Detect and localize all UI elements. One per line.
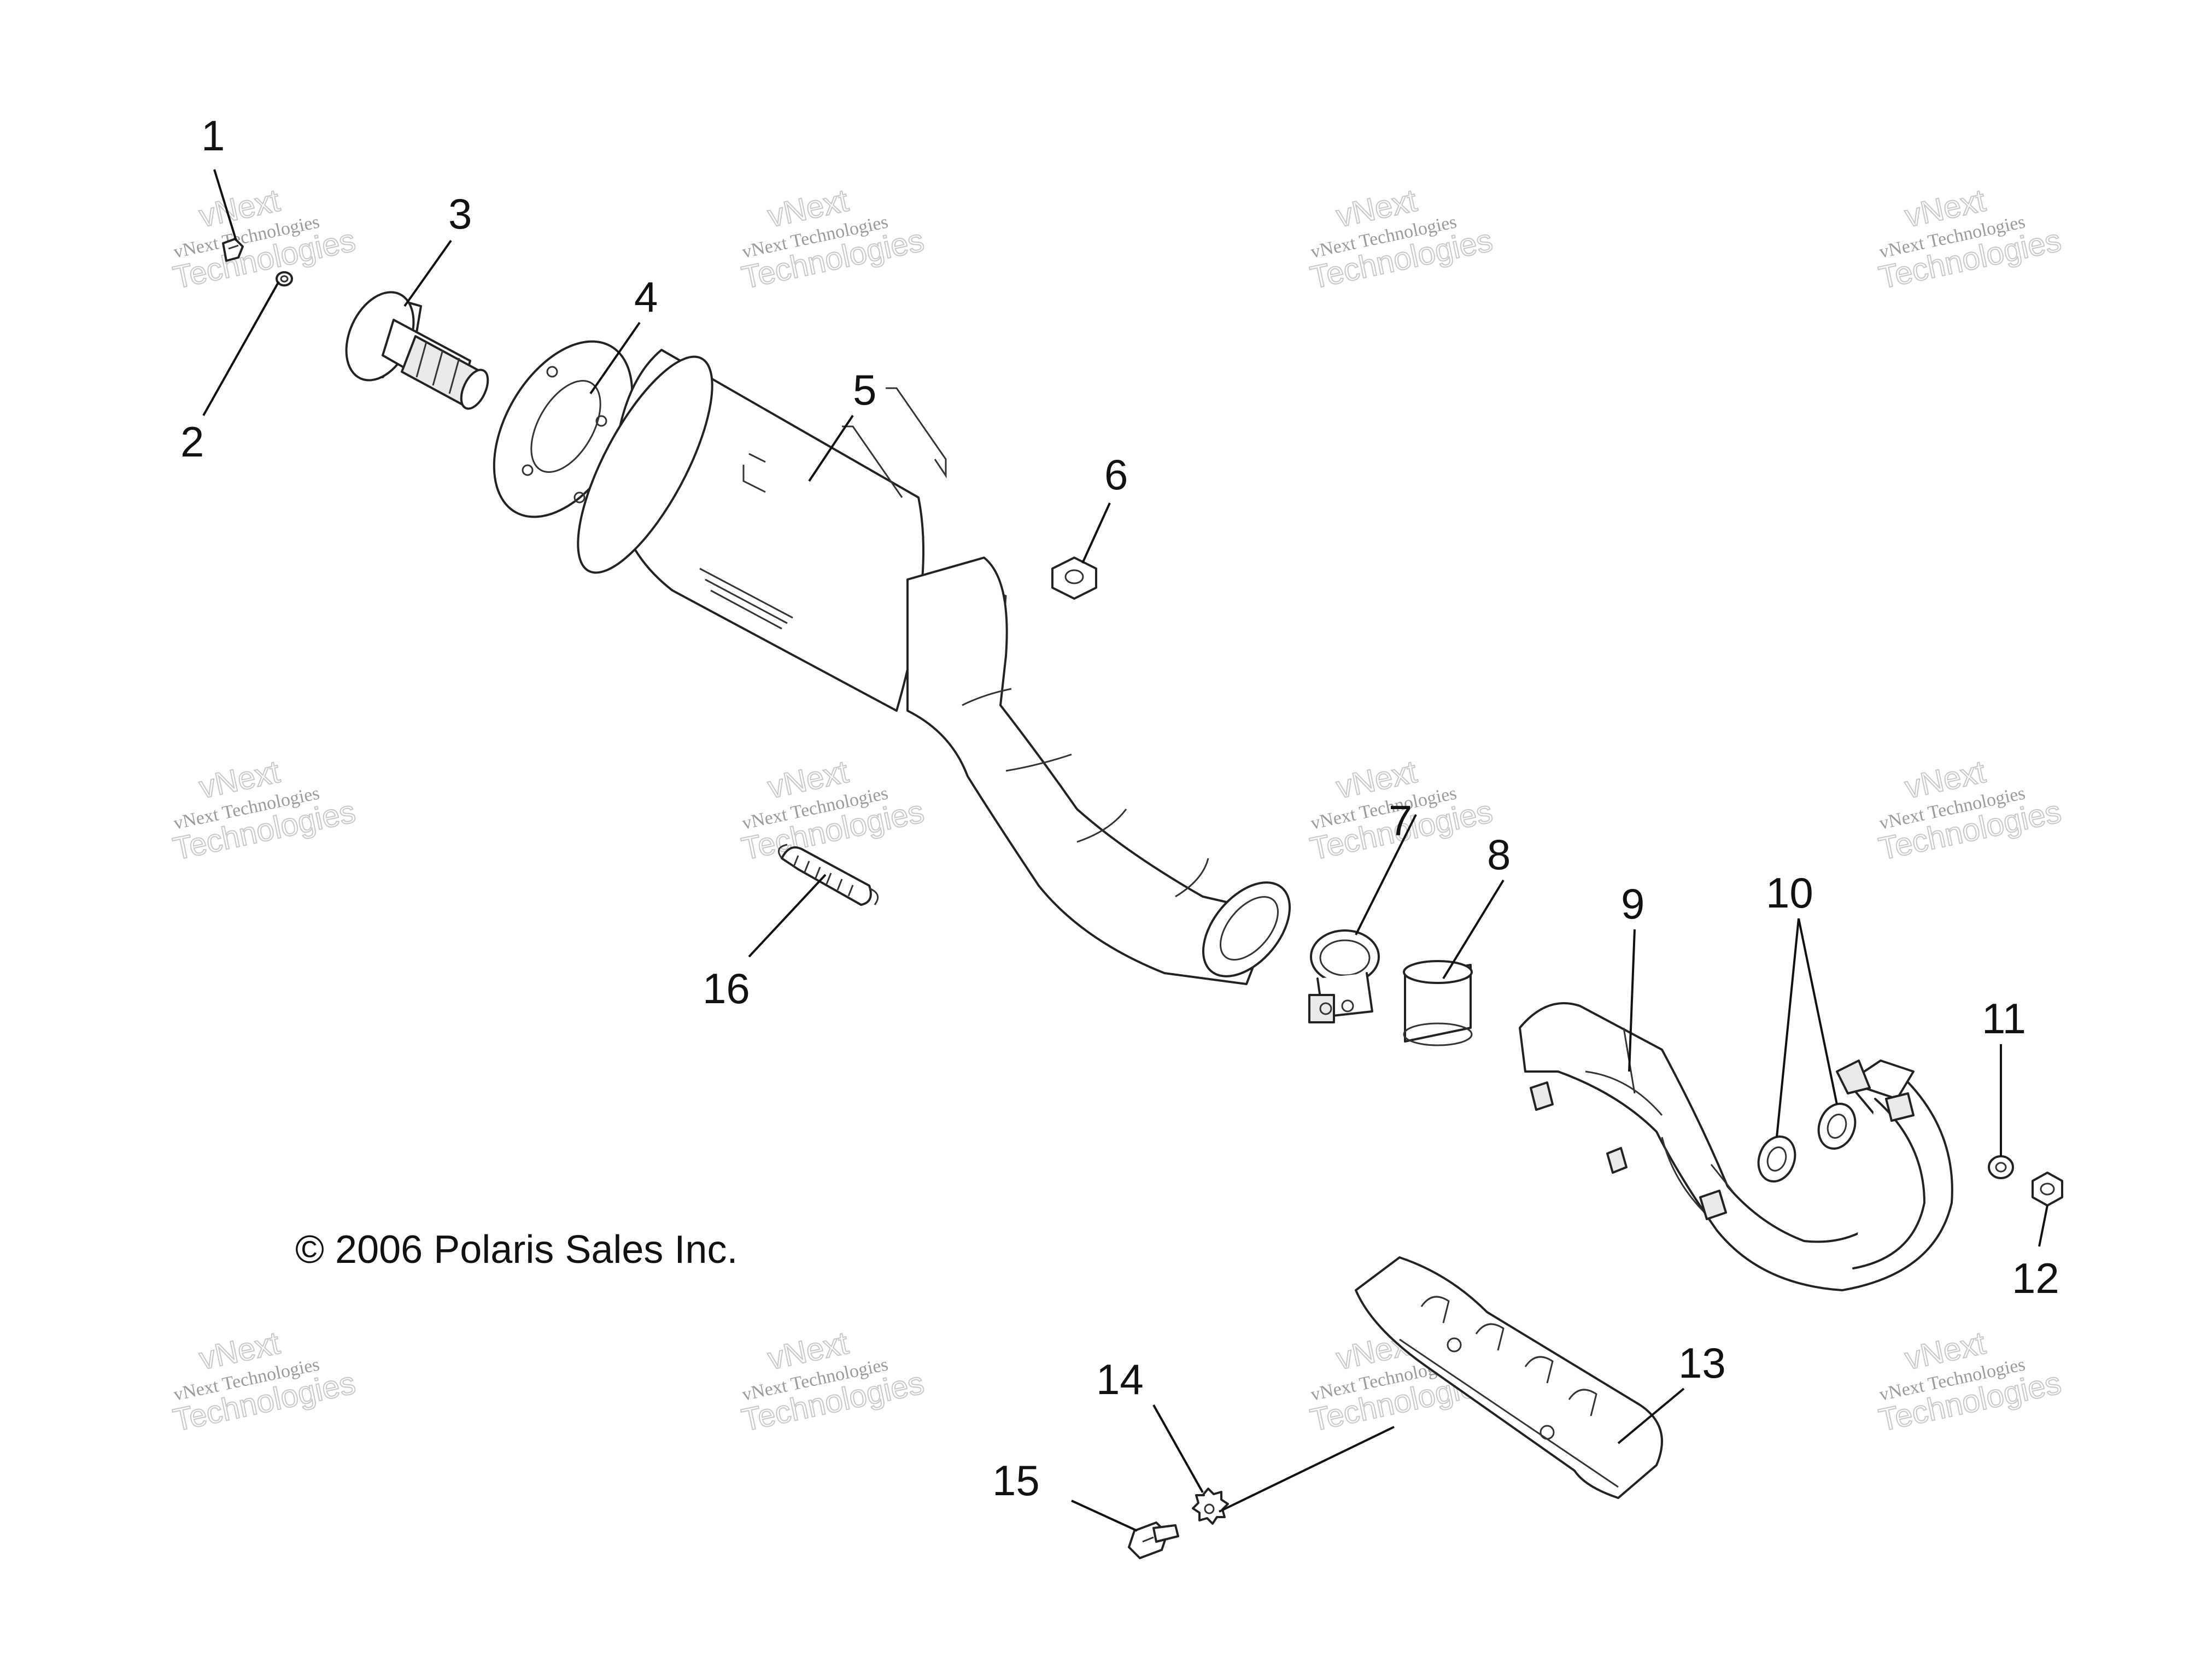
callout-14: 14 xyxy=(1096,1355,1144,1403)
callout-3: 3 xyxy=(448,190,472,238)
part-7-clamp xyxy=(1308,929,1380,1023)
part-16-spring xyxy=(777,844,879,906)
callout-13: 13 xyxy=(1678,1339,1726,1387)
part-6-nut xyxy=(1051,557,1097,600)
part-11-lock-washer xyxy=(1988,1155,2014,1179)
part-10-gaskets xyxy=(1757,1103,1857,1183)
callout-7: 7 xyxy=(1389,797,1412,845)
part-5-muffler xyxy=(577,349,1291,985)
part-8-seal xyxy=(1403,960,1473,1046)
part-14-star-washer xyxy=(1192,1488,1229,1525)
callout-15: 15 xyxy=(992,1456,1040,1505)
callout-5: 5 xyxy=(853,366,876,414)
callout-16: 16 xyxy=(703,964,750,1012)
copyright-notice: © 2006 Polaris Sales Inc. xyxy=(295,1228,737,1272)
callout-4: 4 xyxy=(634,273,658,321)
part-3-spark-arrestor xyxy=(345,291,489,410)
callout-10: 10 xyxy=(1766,869,1813,917)
part-2-washer xyxy=(276,271,293,286)
leader-lines xyxy=(202,169,2048,1532)
callout-12: 12 xyxy=(2012,1254,2059,1302)
part-15-bolt xyxy=(1128,1521,1179,1559)
callout-6: 6 xyxy=(1104,450,1128,499)
callout-1: 1 xyxy=(201,112,225,160)
part-1-screw xyxy=(222,238,244,262)
part-13-heat-shield xyxy=(1355,1256,1663,1499)
callout-labels: 1 2 3 4 5 6 7 8 9 10 11 12 13 14 15 16 xyxy=(180,112,2059,1505)
callout-9: 9 xyxy=(1621,880,1644,928)
part-12-nut xyxy=(2032,1172,2063,1207)
part-9-head-pipe xyxy=(1519,1002,1953,1291)
callout-8: 8 xyxy=(1487,830,1511,879)
callout-11: 11 xyxy=(1982,994,2026,1043)
callout-2: 2 xyxy=(180,418,204,466)
